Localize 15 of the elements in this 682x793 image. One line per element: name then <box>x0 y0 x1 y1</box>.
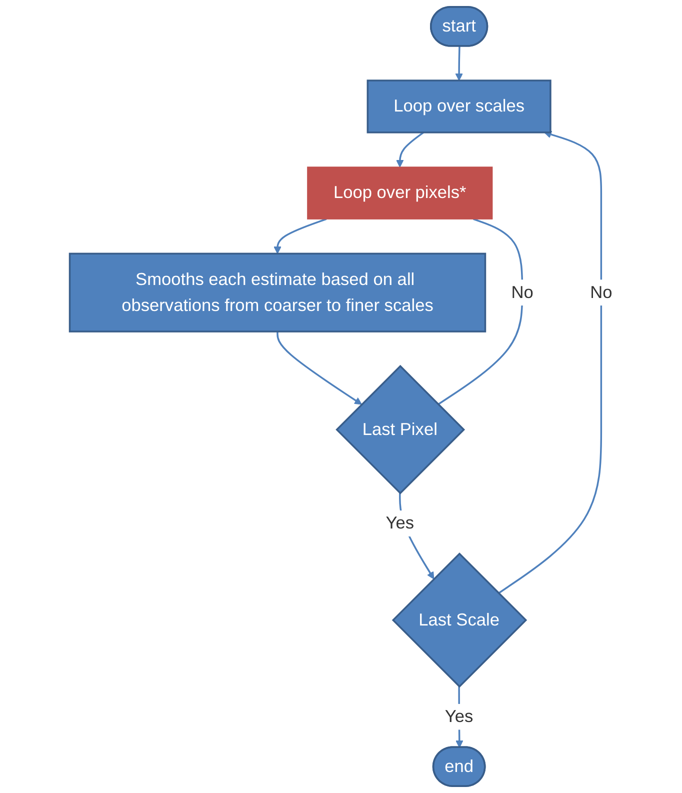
arrow <box>274 218 327 254</box>
edge-label: Yes <box>444 707 474 726</box>
connector <box>438 218 524 406</box>
arrow <box>276 332 362 405</box>
arrow <box>498 130 602 594</box>
arrow <box>455 46 463 81</box>
edge-label: No <box>511 283 534 302</box>
edge-label: Yes <box>386 514 414 533</box>
node-box: Smooths each estimate based on all observations from coarser to finer scales <box>68 252 486 332</box>
arrow <box>396 132 424 168</box>
edge-label: No <box>590 283 612 302</box>
node-box: Loop over scales <box>366 80 552 134</box>
node-box: Loop over pixels* <box>307 166 493 220</box>
node-diamond: Last Pixel <box>336 364 466 494</box>
node-diamond: Last Scale <box>392 552 528 688</box>
